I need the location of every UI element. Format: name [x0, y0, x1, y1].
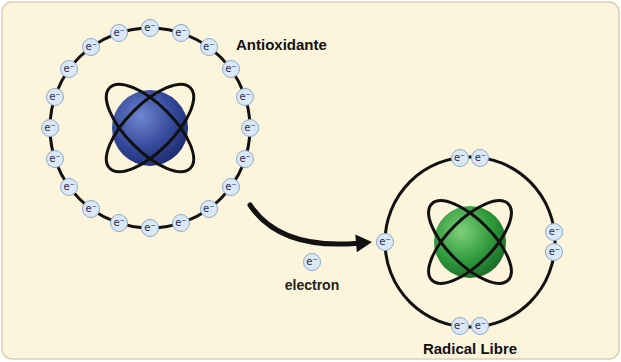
electron-symbol: e⁻	[239, 154, 250, 164]
electron: e⁻	[141, 19, 159, 37]
electron: e⁻	[200, 200, 218, 218]
electron-symbol: e⁻	[306, 257, 317, 267]
free-electron: e⁻	[303, 253, 321, 271]
electron-symbol: e⁻	[454, 321, 465, 331]
electron: e⁻	[141, 219, 159, 237]
electron-symbol: e⁻	[144, 23, 155, 33]
electron-symbol: e⁻	[63, 64, 74, 74]
orbit	[93, 71, 207, 185]
electron: e⁻	[110, 24, 128, 42]
electron-symbol: e⁻	[49, 154, 60, 164]
electron: e⁻	[200, 38, 218, 56]
electron-symbol: e⁻	[549, 227, 560, 237]
electron-symbol: e⁻	[49, 92, 60, 102]
orbit	[416, 188, 524, 296]
electron-symbol: e⁻	[86, 204, 97, 214]
electron: e⁻	[46, 150, 64, 168]
electron-symbol: e⁻	[225, 64, 236, 74]
electron: e⁻	[236, 150, 254, 168]
electron: e⁻	[41, 119, 59, 137]
electron: e⁻	[82, 200, 100, 218]
electron-symbol: e⁻	[175, 218, 186, 228]
electron: e⁻	[471, 317, 489, 335]
caption-label: electron	[285, 277, 339, 293]
electron: e⁻	[451, 149, 469, 167]
electron: e⁻	[471, 149, 489, 167]
electron: e⁻	[376, 233, 394, 251]
nucleus	[112, 90, 188, 166]
electron-symbol: e⁻	[44, 123, 55, 133]
electron: e⁻	[172, 214, 190, 232]
orbit	[416, 188, 524, 296]
atom: Radical Libree⁻e⁻e⁻e⁻e⁻e⁻e⁻	[385, 157, 555, 327]
atom-illustration	[385, 157, 555, 327]
electron: e⁻	[222, 60, 240, 78]
transfer-arrow	[250, 205, 358, 244]
electron: e⁻	[60, 178, 78, 196]
electron-symbol: e⁻	[379, 237, 390, 247]
electron-symbol: e⁻	[113, 218, 124, 228]
electron: e⁻	[545, 223, 563, 241]
electron-symbol: e⁻	[144, 223, 155, 233]
panel	[2, 2, 619, 359]
electron: e⁻	[236, 88, 254, 106]
electron: e⁻	[172, 24, 190, 42]
electron-symbol: e⁻	[244, 123, 255, 133]
electron: e⁻	[46, 88, 64, 106]
electron: e⁻	[241, 119, 259, 137]
electron-symbol: e⁻	[203, 42, 214, 52]
electron-symbol: e⁻	[225, 182, 236, 192]
electron-symbol: e⁻	[475, 321, 486, 331]
electron-symbol: e⁻	[63, 182, 74, 192]
electron: e⁻	[82, 38, 100, 56]
atom: Antioxidantee⁻e⁻e⁻e⁻e⁻e⁻e⁻e⁻e⁻e⁻e⁻e⁻e⁻e⁻…	[50, 28, 250, 228]
electron: e⁻	[60, 60, 78, 78]
electron: e⁻	[222, 178, 240, 196]
electron-symbol: e⁻	[549, 247, 560, 257]
atom-heading: Radical Libre	[423, 340, 517, 357]
electron-symbol: e⁻	[113, 28, 124, 38]
electron-symbol: e⁻	[454, 153, 465, 163]
atom-illustration	[50, 28, 250, 228]
electron-symbol: e⁻	[175, 28, 186, 38]
nucleus	[434, 206, 506, 278]
electron-symbol: e⁻	[475, 153, 486, 163]
arrow-head	[355, 234, 372, 252]
electron: e⁻	[110, 214, 128, 232]
electron-shell	[385, 157, 555, 327]
electron-symbol: e⁻	[239, 92, 250, 102]
electron-symbol: e⁻	[86, 42, 97, 52]
atom-heading: Antioxidante	[236, 36, 327, 53]
electron-shell	[50, 28, 250, 228]
electron-symbol: e⁻	[203, 204, 214, 214]
electron: e⁻	[545, 243, 563, 261]
electron: e⁻	[451, 317, 469, 335]
orbit	[93, 71, 207, 185]
